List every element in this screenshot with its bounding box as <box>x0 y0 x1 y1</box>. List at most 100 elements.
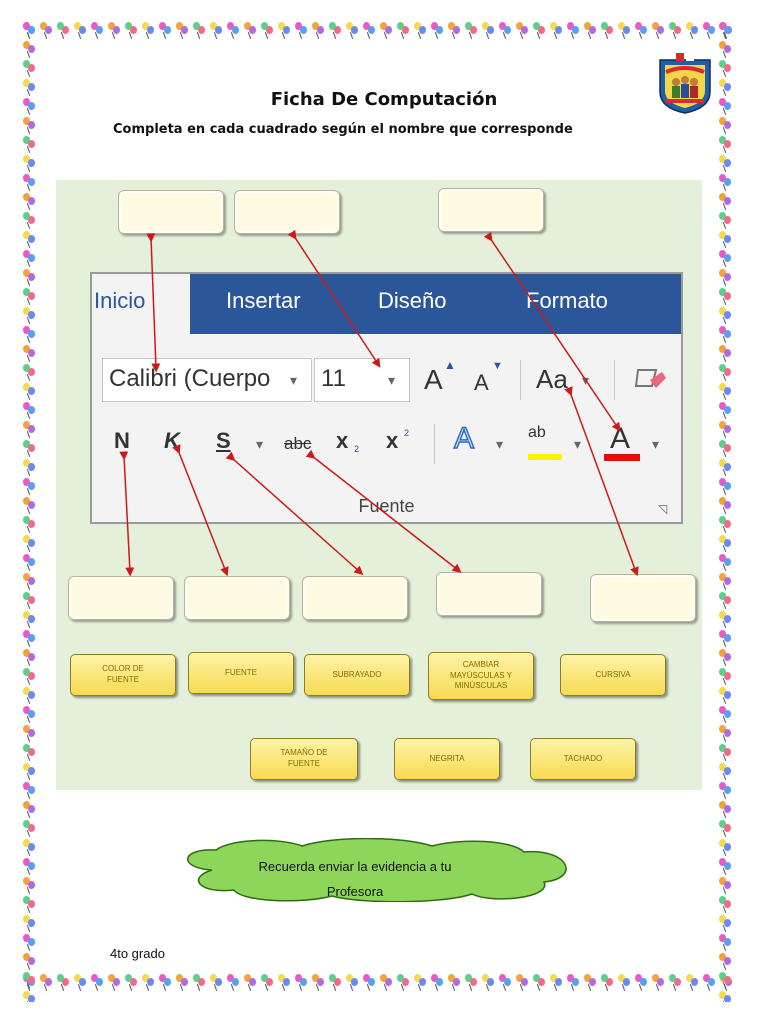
balloon-icon <box>22 896 36 913</box>
balloon-icon <box>718 269 732 286</box>
balloon-icon <box>345 22 359 39</box>
balloon-icon <box>22 250 36 267</box>
balloon-icon <box>634 974 648 991</box>
balloon-icon <box>718 497 732 514</box>
chevron-down-icon: ▾ <box>652 436 660 452</box>
balloon-icon <box>718 991 732 1002</box>
balloon-icon <box>22 231 36 248</box>
font-size-value: 11 <box>321 365 346 392</box>
school-logo-icon <box>659 53 711 114</box>
word-color-de-fuente[interactable]: COLOR DE FUENTE <box>70 654 176 696</box>
balloon-icon <box>22 668 36 685</box>
balloon-icon <box>22 307 36 324</box>
word-cursiva[interactable]: CURSIVA <box>560 654 666 696</box>
answer-box-font-color[interactable] <box>590 574 696 622</box>
balloon-icon <box>532 22 546 39</box>
separator <box>434 424 435 464</box>
balloon-icon <box>718 193 732 210</box>
balloon-icon <box>192 22 206 39</box>
balloon-icon <box>90 974 104 991</box>
chevron-down-icon: ▾ <box>256 436 264 452</box>
balloon-icon <box>22 402 36 419</box>
balloon-icon <box>515 974 529 991</box>
balloon-icon <box>447 974 461 991</box>
balloon-icon <box>583 974 597 991</box>
balloon-icon <box>141 22 155 39</box>
balloon-icon <box>718 706 732 723</box>
word-fuente[interactable]: FUENTE <box>188 652 294 694</box>
answer-box-italic[interactable] <box>184 576 290 620</box>
balloon-icon <box>718 22 732 39</box>
balloon-icon <box>430 974 444 991</box>
balloon-icon <box>718 896 732 913</box>
balloon-icon <box>22 421 36 438</box>
balloon-icon <box>617 22 631 39</box>
superscript-icon: x <box>386 428 399 453</box>
balloon-icon <box>209 974 223 991</box>
arrow-underline <box>225 451 364 575</box>
balloon-icon <box>718 649 732 666</box>
balloon-icon <box>430 22 444 39</box>
word-subrayado[interactable]: SUBRAYADO <box>304 654 410 696</box>
balloon-icon <box>718 782 732 799</box>
balloon-icon <box>22 60 36 77</box>
balloon-icon <box>22 269 36 286</box>
balloon-icon <box>498 974 512 991</box>
balloon-icon <box>22 820 36 837</box>
balloon-icon <box>481 22 495 39</box>
balloon-icon <box>718 231 732 248</box>
answer-box-strikethrough[interactable] <box>436 572 542 616</box>
arrow-change-case <box>564 386 639 577</box>
balloon-border-right <box>718 22 744 1002</box>
balloon-icon <box>718 573 732 590</box>
balloon-icon <box>22 155 36 172</box>
answer-box-font-size[interactable] <box>234 190 340 234</box>
arrow-strikethrough <box>305 449 462 573</box>
balloon-icon <box>464 22 478 39</box>
balloon-icon <box>277 974 291 991</box>
balloon-icon <box>22 573 36 590</box>
balloon-icon <box>718 402 732 419</box>
balloon-icon <box>22 440 36 457</box>
balloon-icon <box>718 820 732 837</box>
word-negrita[interactable]: NEGRITA <box>394 738 500 780</box>
worksheet-title: Ficha De Computación <box>270 89 498 110</box>
balloon-icon <box>107 22 121 39</box>
balloon-icon <box>22 345 36 362</box>
balloon-icon <box>22 915 36 932</box>
word-cambiar-mayusculas[interactable]: CAMBIAR MAYÚSCULAS Y MINÚSCULAS <box>428 652 534 700</box>
arrow-bold <box>119 451 135 577</box>
balloon-icon <box>718 345 732 362</box>
answer-box-bold[interactable] <box>68 576 174 620</box>
answer-box-change-case[interactable] <box>438 188 544 232</box>
balloon-icon <box>22 497 36 514</box>
word-tamano-de-fuente[interactable]: TAMAÑO DE FUENTE <box>250 738 358 780</box>
balloon-icon <box>294 22 308 39</box>
balloon-icon <box>718 136 732 153</box>
dialog-launcher-icon: ◹ <box>658 502 668 516</box>
balloon-icon <box>447 22 461 39</box>
balloon-icon <box>362 974 376 991</box>
balloon-icon <box>718 383 732 400</box>
balloon-border-bottom <box>22 974 746 1000</box>
balloon-icon <box>718 934 732 951</box>
balloon-icon <box>549 974 563 991</box>
balloon-icon <box>515 22 529 39</box>
word-label: COLOR DE FUENTE <box>102 664 144 684</box>
balloon-icon <box>718 535 732 552</box>
balloon-icon <box>718 668 732 685</box>
tab-diseno: Diseño <box>378 288 447 313</box>
balloon-icon <box>22 706 36 723</box>
balloon-icon <box>22 725 36 742</box>
balloon-icon <box>718 440 732 457</box>
word-tachado[interactable]: TACHADO <box>530 738 636 780</box>
word-label: TAMAÑO DE FUENTE <box>280 748 328 768</box>
balloon-border-left <box>22 22 48 1002</box>
answer-box-underline[interactable] <box>302 576 408 620</box>
balloon-icon <box>718 326 732 343</box>
balloon-icon <box>22 839 36 856</box>
answer-box-font[interactable] <box>118 190 224 234</box>
balloon-icon <box>22 212 36 229</box>
balloon-icon <box>718 478 732 495</box>
balloon-icon <box>718 630 732 647</box>
